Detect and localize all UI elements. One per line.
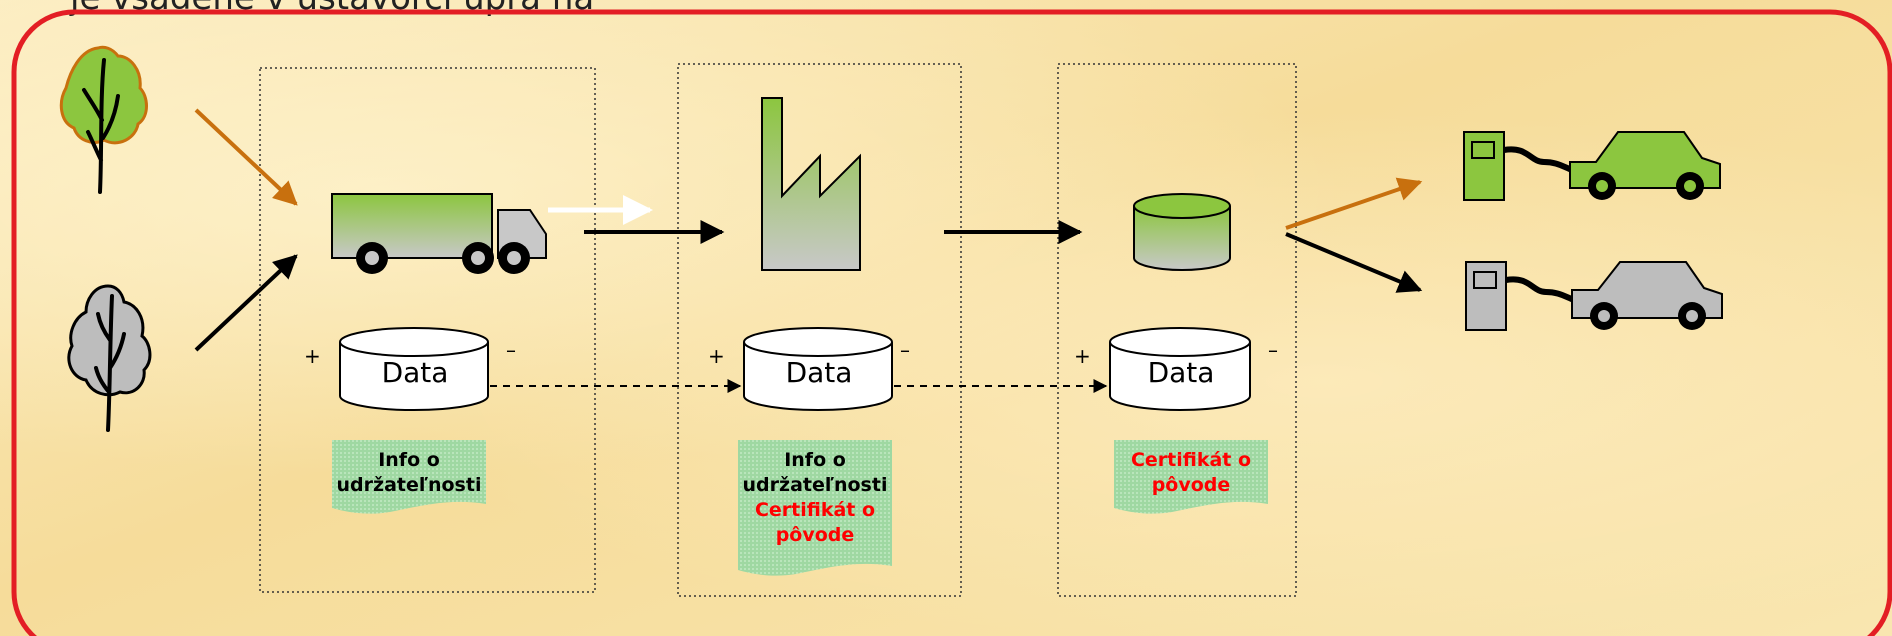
cert-line: Certifikát o (754, 499, 876, 521)
factory-icon (761, 97, 861, 271)
database-label-1: Data (381, 356, 449, 389)
database-icon-3 (1109, 327, 1251, 411)
green-fuel-pump-icon (1463, 131, 1574, 201)
arrow-tank-to-green-car (1285, 177, 1423, 230)
stage-box-1 (259, 67, 596, 593)
cert-line: Certifikát o (1130, 449, 1252, 471)
document-icon-1 (332, 440, 486, 514)
minus-sign-2: – (900, 338, 910, 362)
green-tree-icon (59, 45, 148, 194)
grey-tree-icon (67, 284, 152, 432)
storage-tank-icon (1133, 193, 1231, 271)
info-line: Info o (378, 449, 440, 471)
stage-box-2 (677, 63, 962, 597)
grey-fuel-pump-icon (1465, 261, 1576, 331)
info-line: udržateľnosti (742, 474, 888, 496)
database-icon-2 (743, 327, 893, 411)
outer-frame (11, 9, 1892, 636)
cert-line: pôvode (1151, 474, 1231, 496)
minus-sign-3: – (1268, 338, 1278, 362)
arrow-green-tree-to-truck (194, 108, 298, 206)
truck-icon (331, 193, 547, 274)
database-label-2: Data (785, 356, 853, 389)
arrow-grey-tree-to-truck (194, 254, 298, 352)
note-label-2: Info o udržateľnosti Certifikát o pôvode (738, 448, 892, 548)
document-icon-2 (738, 440, 892, 576)
minus-sign-1: – (506, 338, 516, 362)
plus-sign-3: + (1074, 344, 1091, 368)
database-icon-1 (339, 327, 489, 411)
note-label-1: Info o udržateľnosti (332, 448, 486, 498)
plus-sign-1: + (304, 344, 321, 368)
document-icon-3 (1114, 440, 1268, 514)
arrow-tank-to-grey-car (1285, 232, 1423, 293)
database-label-3: Data (1147, 356, 1215, 389)
green-car-icon (1569, 131, 1721, 200)
info-line: udržateľnosti (336, 474, 482, 496)
plus-sign-2: + (708, 344, 725, 368)
info-line: Info o (784, 449, 846, 471)
grey-car-icon (1571, 261, 1723, 330)
note-label-3: Certifikát o pôvode (1114, 448, 1268, 498)
cert-line: pôvode (775, 524, 855, 546)
